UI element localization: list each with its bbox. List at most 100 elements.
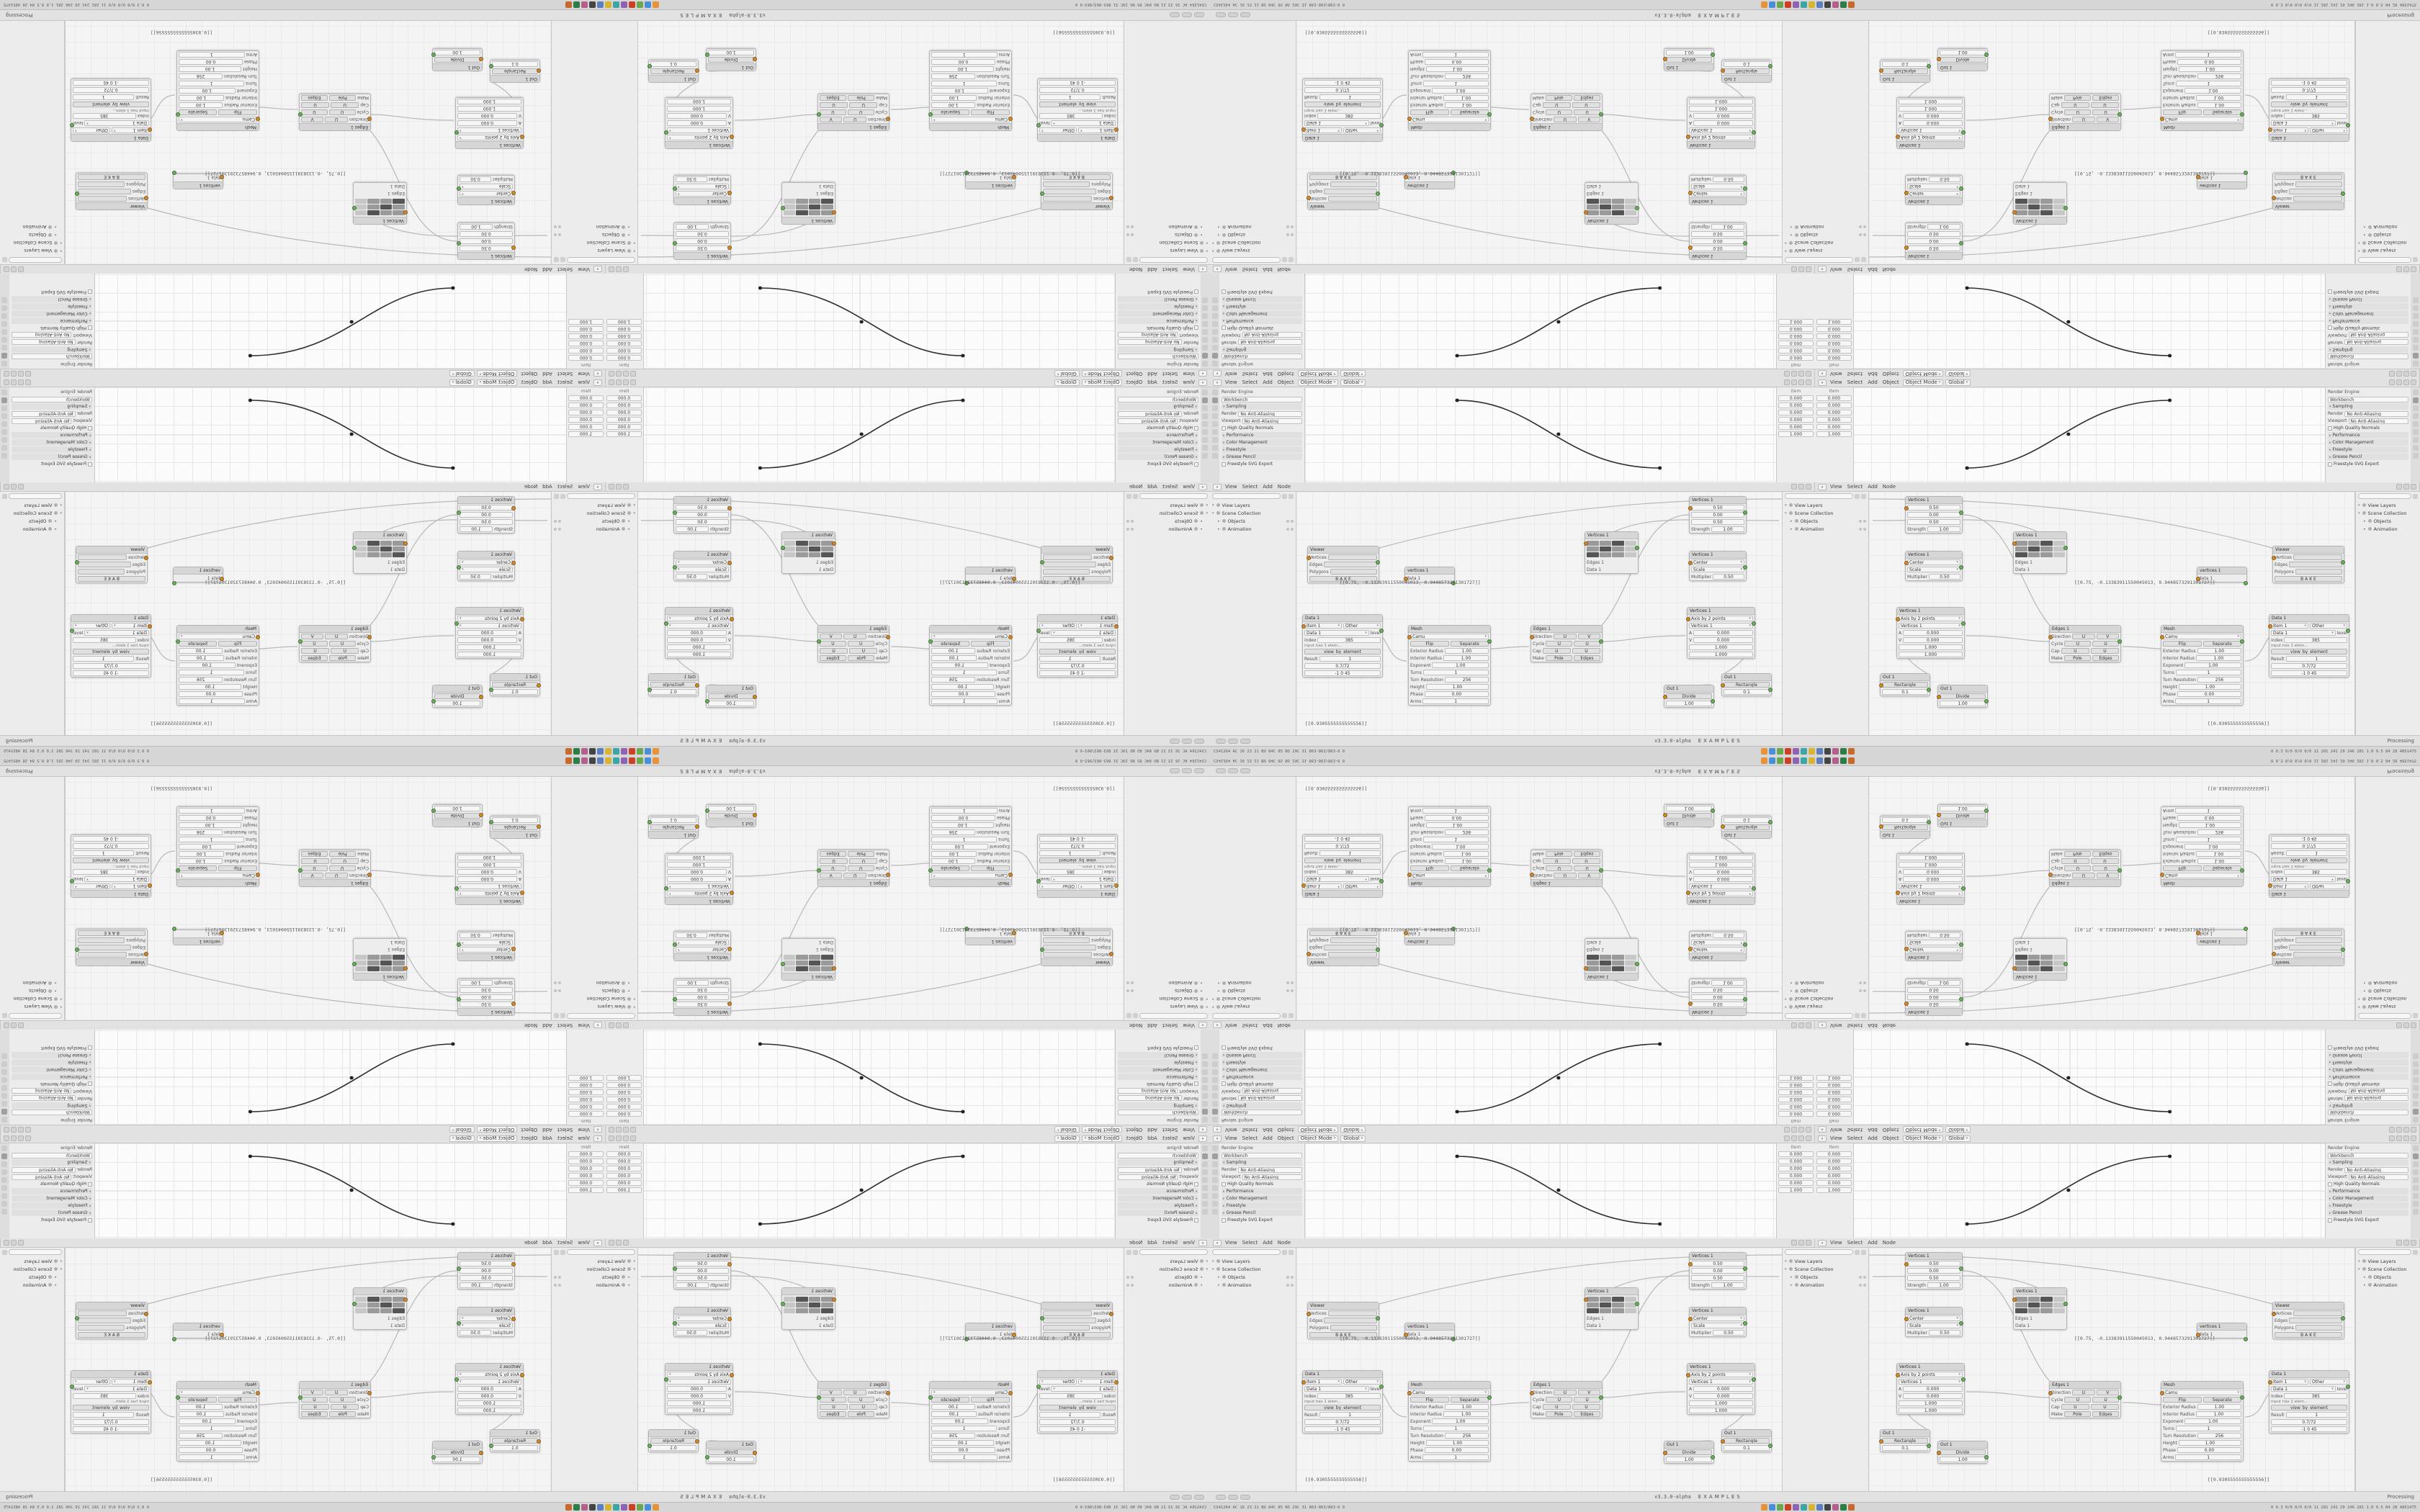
viewport-sidebar[interactable]: Item 0.000 0.000 0.000 0.000 0.000 1.000 [1776, 387, 1815, 482]
node-editor-canvas[interactable]: Viewer Vertices Edges Polygons B A K E D… [637, 492, 1124, 735]
app-icon[interactable] [620, 757, 627, 764]
value-slider[interactable]: 0.50 [460, 176, 492, 182]
scale-dropdown[interactable]: Scale▾ [460, 1323, 513, 1328]
divide-button[interactable]: Divide [708, 813, 754, 819]
node-axis[interactable]: Vertices 1 Axis by 2 points▾ Vertices 1▾… [455, 607, 524, 659]
node-small[interactable]: vertices 1 data 1 [2196, 567, 2248, 585]
mode-dropdown[interactable]: Object Mode▾ [1297, 379, 1339, 386]
param-slider[interactable]: 1.000 [457, 106, 521, 112]
param-slider[interactable]: 1.00 [931, 1440, 995, 1446]
transform-value[interactable]: 0.000 [568, 1111, 604, 1117]
node-title[interactable]: Out 1 [1722, 831, 1771, 838]
param-slider[interactable]: 0.000 [1903, 869, 1963, 875]
sidebar-tab[interactable]: Item [581, 1145, 591, 1150]
node-title[interactable]: Mesh [177, 626, 259, 633]
param-slider[interactable]: 1 [2175, 52, 2241, 58]
node-title[interactable]: Data 1 [1038, 890, 1117, 897]
app-icon[interactable] [581, 1, 588, 8]
section-freestyle[interactable]: ▸Freestyle [12, 446, 92, 453]
param-slider[interactable]: 1 [2175, 808, 2241, 814]
snap-toggle-icons[interactable] [609, 266, 629, 272]
section-performance[interactable]: ▸Performance [1222, 318, 1302, 324]
color-swatch[interactable] [2293, 196, 2342, 202]
node-out-rectangle[interactable]: Out 1 Rectangle 0.1 [490, 673, 540, 696]
toggle-button[interactable]: V [819, 873, 843, 878]
toggle-button[interactable]: U [301, 648, 330, 654]
visibility-icons[interactable] [1286, 981, 1294, 985]
checkbox[interactable] [1194, 1045, 1198, 1050]
node-viewer[interactable]: Viewer Vertices Edges Polygons B A K E [76, 546, 148, 583]
app-icon[interactable] [1801, 757, 1808, 764]
node-title[interactable]: Mesh [2161, 123, 2243, 130]
editor-type-icon[interactable]: ▾ [1198, 370, 1207, 377]
editor-type-icon[interactable]: ▾ [593, 370, 602, 377]
other-mode-dropdown[interactable]: Other▾ [1343, 127, 1381, 133]
param-slider[interactable]: 1.00 [931, 858, 976, 864]
rectangle-button[interactable]: Rectangle [1882, 682, 1928, 688]
param-slider[interactable]: 1.00 [1425, 822, 1489, 828]
editor-type-icon[interactable]: ▾ [1818, 1239, 1827, 1246]
rectangle-button[interactable]: Rectangle [650, 682, 696, 688]
app-icon[interactable] [628, 1504, 635, 1511]
editor-type-icon[interactable]: ▾ [1213, 379, 1222, 386]
menu-add[interactable]: Add [1263, 1127, 1273, 1133]
menu-select[interactable]: Select [1162, 1022, 1178, 1028]
node-title[interactable]: Mesh [1409, 123, 1490, 130]
visibility-icons[interactable] [554, 527, 561, 531]
value-slider[interactable]: 0.00 [676, 994, 729, 1000]
param-slider[interactable]: 1 [179, 81, 245, 86]
value-slider[interactable]: 0.50 [1691, 1275, 1744, 1281]
outliner-item-objects[interactable]: ▸Objects [1785, 1274, 1866, 1280]
axis-sub-dropdown[interactable]: Vertices 1▾ [667, 623, 731, 629]
outliner-item-view-layers[interactable]: ▾View Layers [1126, 1004, 1208, 1010]
snap-toggle-icons[interactable] [4, 1240, 24, 1246]
value-slider[interactable]: 0.50 [676, 505, 729, 510]
menu-view[interactable]: View [1225, 379, 1237, 385]
value-slider[interactable]: 1.00 [1711, 526, 1744, 532]
render-aa-select[interactable]: No Anti-Aliasing [12, 1166, 76, 1173]
separate-toggle[interactable]: Separate [179, 1397, 218, 1403]
app-icon[interactable] [1793, 1, 1800, 8]
outliner-item-animation[interactable]: ▸Animation [2, 526, 62, 532]
sidebar-tab[interactable]: Item [1829, 1118, 1839, 1123]
swatch-grid[interactable] [2014, 1295, 2066, 1315]
color-swatch[interactable] [2295, 937, 2342, 943]
toggle-button[interactable]: U [1542, 102, 1571, 108]
toggle-button[interactable]: U [328, 865, 356, 871]
result-value[interactable]: 1 [1319, 1412, 1381, 1418]
toggle-button[interactable]: U [2064, 109, 2092, 115]
node-title[interactable]: Data 1 [2269, 1371, 2349, 1378]
result-value[interactable]: 1 [73, 656, 135, 662]
node-out-divide[interactable]: Out 1 Divide 1.00 [706, 685, 756, 708]
visibility-icons[interactable] [1126, 233, 1134, 237]
param-slider[interactable]: 0.000 [457, 1393, 517, 1399]
app-icon[interactable] [1824, 1504, 1832, 1511]
param-slider[interactable]: 0.000 [457, 1386, 517, 1392]
param-slider[interactable]: 1.000 [1689, 1400, 1753, 1406]
menu-add[interactable]: Add [1263, 484, 1273, 490]
vector-value[interactable]: -1 0 45 [73, 836, 149, 842]
param-slider[interactable]: 1 [2175, 837, 2241, 842]
app-icon[interactable] [596, 1, 604, 8]
viewport-sidebar[interactable]: Item 0.000 0.000 0.000 0.000 0.000 1.000 [566, 1030, 605, 1125]
properties-tab-strip[interactable] [1201, 274, 1210, 369]
app-icon[interactable] [628, 757, 635, 764]
value-slider[interactable]: 1.00 [676, 980, 709, 986]
value-slider[interactable]: 0.50 [1691, 505, 1744, 510]
separate-toggle[interactable]: Separate [1450, 1397, 1489, 1403]
param-slider[interactable]: 1.00 [1444, 1404, 1489, 1410]
value-slider[interactable]: 0.50 [460, 932, 492, 938]
param-slider[interactable]: 0.000 [1903, 113, 1963, 119]
index-slider[interactable]: 385 [1317, 869, 1381, 875]
outliner-item-objects[interactable]: ▸Objects [1126, 518, 1208, 524]
color-swatch[interactable] [78, 189, 131, 194]
